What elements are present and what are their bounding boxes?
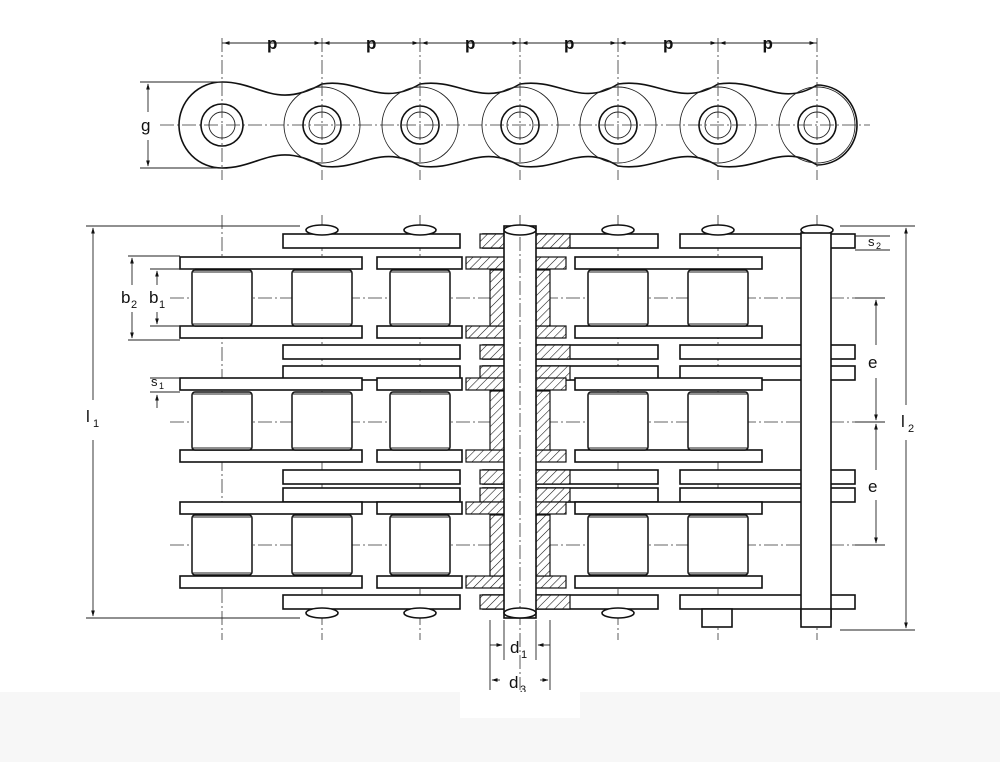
- inner-plate-0-2: [179, 377, 363, 391]
- inner-plate-1-2: [376, 377, 463, 391]
- roller-3-1: [587, 391, 649, 451]
- section-bushing-1-left: [489, 269, 505, 327]
- inner-plate-2-4: [574, 501, 763, 515]
- pin-protrusion-subscript: 2: [876, 241, 881, 251]
- roller-2-2: [389, 514, 451, 576]
- plate-height-label: g: [141, 116, 150, 135]
- chain-plan-view: l 1 l 2 s 2 e e b 2 b 1: [86, 215, 915, 696]
- plate-thickness-subscript: 1: [159, 381, 164, 391]
- roller-4-1: [687, 391, 749, 451]
- outer-plate-0-2: [282, 365, 461, 381]
- pin-protrusion-label: s: [868, 234, 875, 249]
- section-bushing-3-left: [489, 514, 505, 577]
- roller-diameter-subscript: 1: [521, 649, 527, 661]
- inner-plate-0-4: [179, 501, 363, 515]
- pitch-label-1: p: [366, 34, 376, 53]
- plate-thickness-label: s: [151, 374, 158, 389]
- roller-1-2: [291, 514, 353, 576]
- link-outline: [178, 81, 858, 169]
- inner-plate-0-1: [179, 325, 363, 339]
- overall-length-riveted-subscript: 2: [908, 423, 914, 435]
- connecting-pin-end: [800, 608, 832, 628]
- roller-3-2: [587, 514, 649, 576]
- pitch-label-2: p: [465, 34, 475, 53]
- section-bushing-3-right: [535, 514, 551, 577]
- transverse-pitch-label-2: e: [868, 477, 877, 496]
- footer-tab: [460, 692, 580, 718]
- overall-length-riveted-label: l: [901, 412, 905, 431]
- inner-plate-1-4: [376, 501, 463, 515]
- connecting-pin: [800, 232, 832, 620]
- inner-width-outer-label: b: [121, 288, 130, 307]
- inner-plate-1-3: [376, 449, 463, 463]
- inner-plate-2-5: [574, 575, 763, 589]
- roller-0-2: [191, 514, 253, 576]
- inner-plate-1-0: [376, 256, 463, 270]
- inner-width-label: b: [149, 288, 158, 307]
- inner-plate-0-0: [179, 256, 363, 270]
- inner-width-subscript: 1: [159, 299, 165, 311]
- roller-2-0: [389, 269, 451, 327]
- inner-plate-2-2: [574, 377, 763, 391]
- bushing-diameter-subscript: 3: [520, 684, 526, 696]
- pin-head-top-3: [701, 224, 735, 236]
- inner-plate-2-1: [574, 325, 763, 339]
- pin-head-top-2: [601, 224, 635, 236]
- roller-diameter-label: d: [510, 638, 519, 657]
- section-bushing-2-right: [535, 390, 551, 451]
- section-bushing-2-left: [489, 390, 505, 451]
- roller-4-0: [687, 269, 749, 327]
- chain-side-view: p p p p p p g: [140, 34, 870, 180]
- pitch-label-5: p: [763, 34, 773, 53]
- inner-plate-0-3: [179, 449, 363, 463]
- bushing-diameter-label: d: [509, 673, 518, 692]
- roller-0-1: [191, 391, 253, 451]
- outer-plate-0-4: [282, 487, 461, 503]
- pitch-label-4: p: [663, 34, 673, 53]
- inner-plate-1-5: [376, 575, 463, 589]
- pitch-label-3: p: [564, 34, 574, 53]
- roller-0-0: [191, 269, 253, 327]
- pin-head-top-0: [305, 224, 339, 236]
- spring-clip-pin-end: [701, 608, 733, 628]
- section-pin-head-top: [503, 224, 537, 236]
- inner-width-outer-subscript: 2: [131, 299, 137, 311]
- pin-head-top-1: [403, 224, 437, 236]
- roller-1-0: [291, 269, 353, 327]
- outer-plate-0-0: [282, 233, 461, 249]
- pin-head-bottom-0: [305, 607, 339, 619]
- roller-1-1: [291, 391, 353, 451]
- inner-plate-2-3: [574, 449, 763, 463]
- overall-length-subscript: 1: [93, 418, 99, 430]
- transverse-pitch-label-1: e: [868, 353, 877, 372]
- outer-plate-0-3: [282, 469, 461, 485]
- pitch-label-0: p: [267, 34, 277, 53]
- roller-4-2: [687, 514, 749, 576]
- inner-plate-1-1: [376, 325, 463, 339]
- section-pin-head-bottom: [503, 607, 537, 619]
- pin-head-bottom-1: [403, 607, 437, 619]
- roller-3-0: [587, 269, 649, 327]
- roller-2-1: [389, 391, 451, 451]
- outer-plate-0-5: [282, 594, 461, 610]
- section-bushing-1-right: [535, 269, 551, 327]
- pin-head-bottom-2: [601, 607, 635, 619]
- inner-plate-2-0: [574, 256, 763, 270]
- overall-length-label: l: [86, 407, 90, 426]
- outer-plate-0-1: [282, 344, 461, 360]
- inner-plate-0-5: [179, 575, 363, 589]
